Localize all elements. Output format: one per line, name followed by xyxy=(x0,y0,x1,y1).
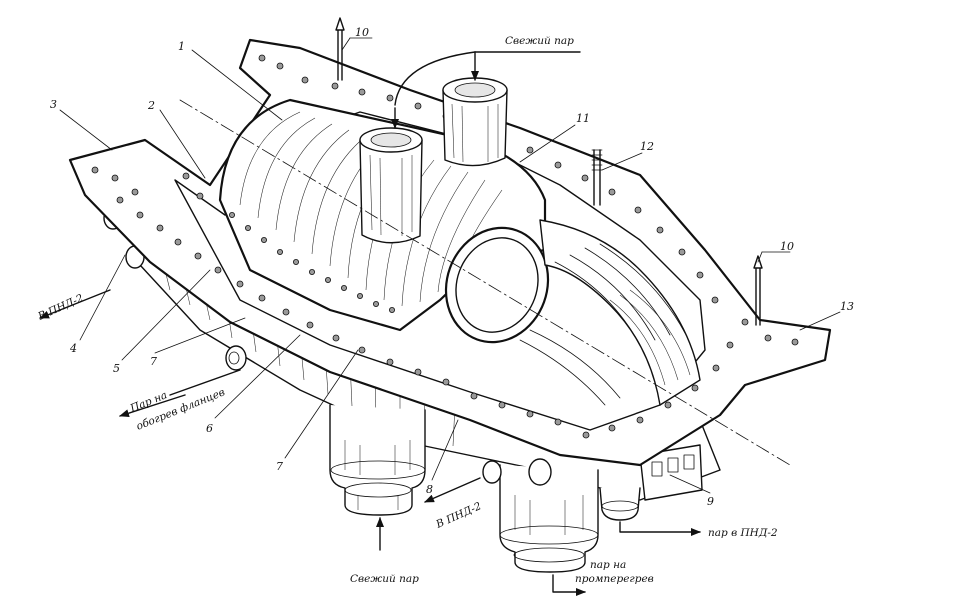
inner-cylinder-section xyxy=(444,219,701,406)
caption-reheat-line1: пар на xyxy=(590,559,626,571)
support-bracket xyxy=(639,444,703,501)
part-number-12: 12 xyxy=(640,140,654,153)
part-number-labels: 1 2 3 4 5 6 7 7 8 9 10 10 11 12 13 xyxy=(50,26,854,508)
part-number-6: 6 xyxy=(206,422,213,435)
part-number-8: 8 xyxy=(426,483,433,496)
caption-to-lpr2-center: В ПНД-2 xyxy=(433,500,483,531)
part-number-13: 13 xyxy=(840,300,854,313)
part-number-10-right: 10 xyxy=(780,240,794,253)
caption-reheat-line2: промперегрев xyxy=(575,573,654,585)
caption-fresh-steam-top: Свежий пар xyxy=(505,35,574,47)
lower-nozzle-right xyxy=(499,464,599,573)
part-number-2: 2 xyxy=(147,99,155,112)
part-number-5: 5 xyxy=(113,362,120,375)
lower-nozzle-left xyxy=(329,404,426,516)
part-number-7-b: 7 xyxy=(276,460,283,473)
part-number-4: 4 xyxy=(69,342,77,355)
part-number-3: 3 xyxy=(50,98,57,111)
caption-to-lpr2-left: В ПНД-2 xyxy=(35,292,85,323)
stud-10-top xyxy=(335,17,345,81)
part-number-1: 1 xyxy=(178,40,185,53)
stud-12 xyxy=(591,149,603,206)
axis-centerline xyxy=(179,99,791,466)
flow-arrows xyxy=(39,51,701,596)
lower-nozzle-small xyxy=(599,487,641,521)
part-number-11: 11 xyxy=(576,112,590,125)
upper-pipe-rear xyxy=(442,77,508,167)
upper-pipe-front xyxy=(359,127,423,244)
part-number-10-top: 10 xyxy=(355,26,369,39)
part-number-7-a: 7 xyxy=(150,355,157,368)
caption-steam-to-lpr2: пар в ПНД-2 xyxy=(708,527,778,539)
caption-fresh-steam-bottom: Свежий пар xyxy=(350,573,419,585)
leader-lines xyxy=(59,37,841,494)
part-number-9: 9 xyxy=(707,495,714,508)
stud-10-right xyxy=(753,255,763,326)
